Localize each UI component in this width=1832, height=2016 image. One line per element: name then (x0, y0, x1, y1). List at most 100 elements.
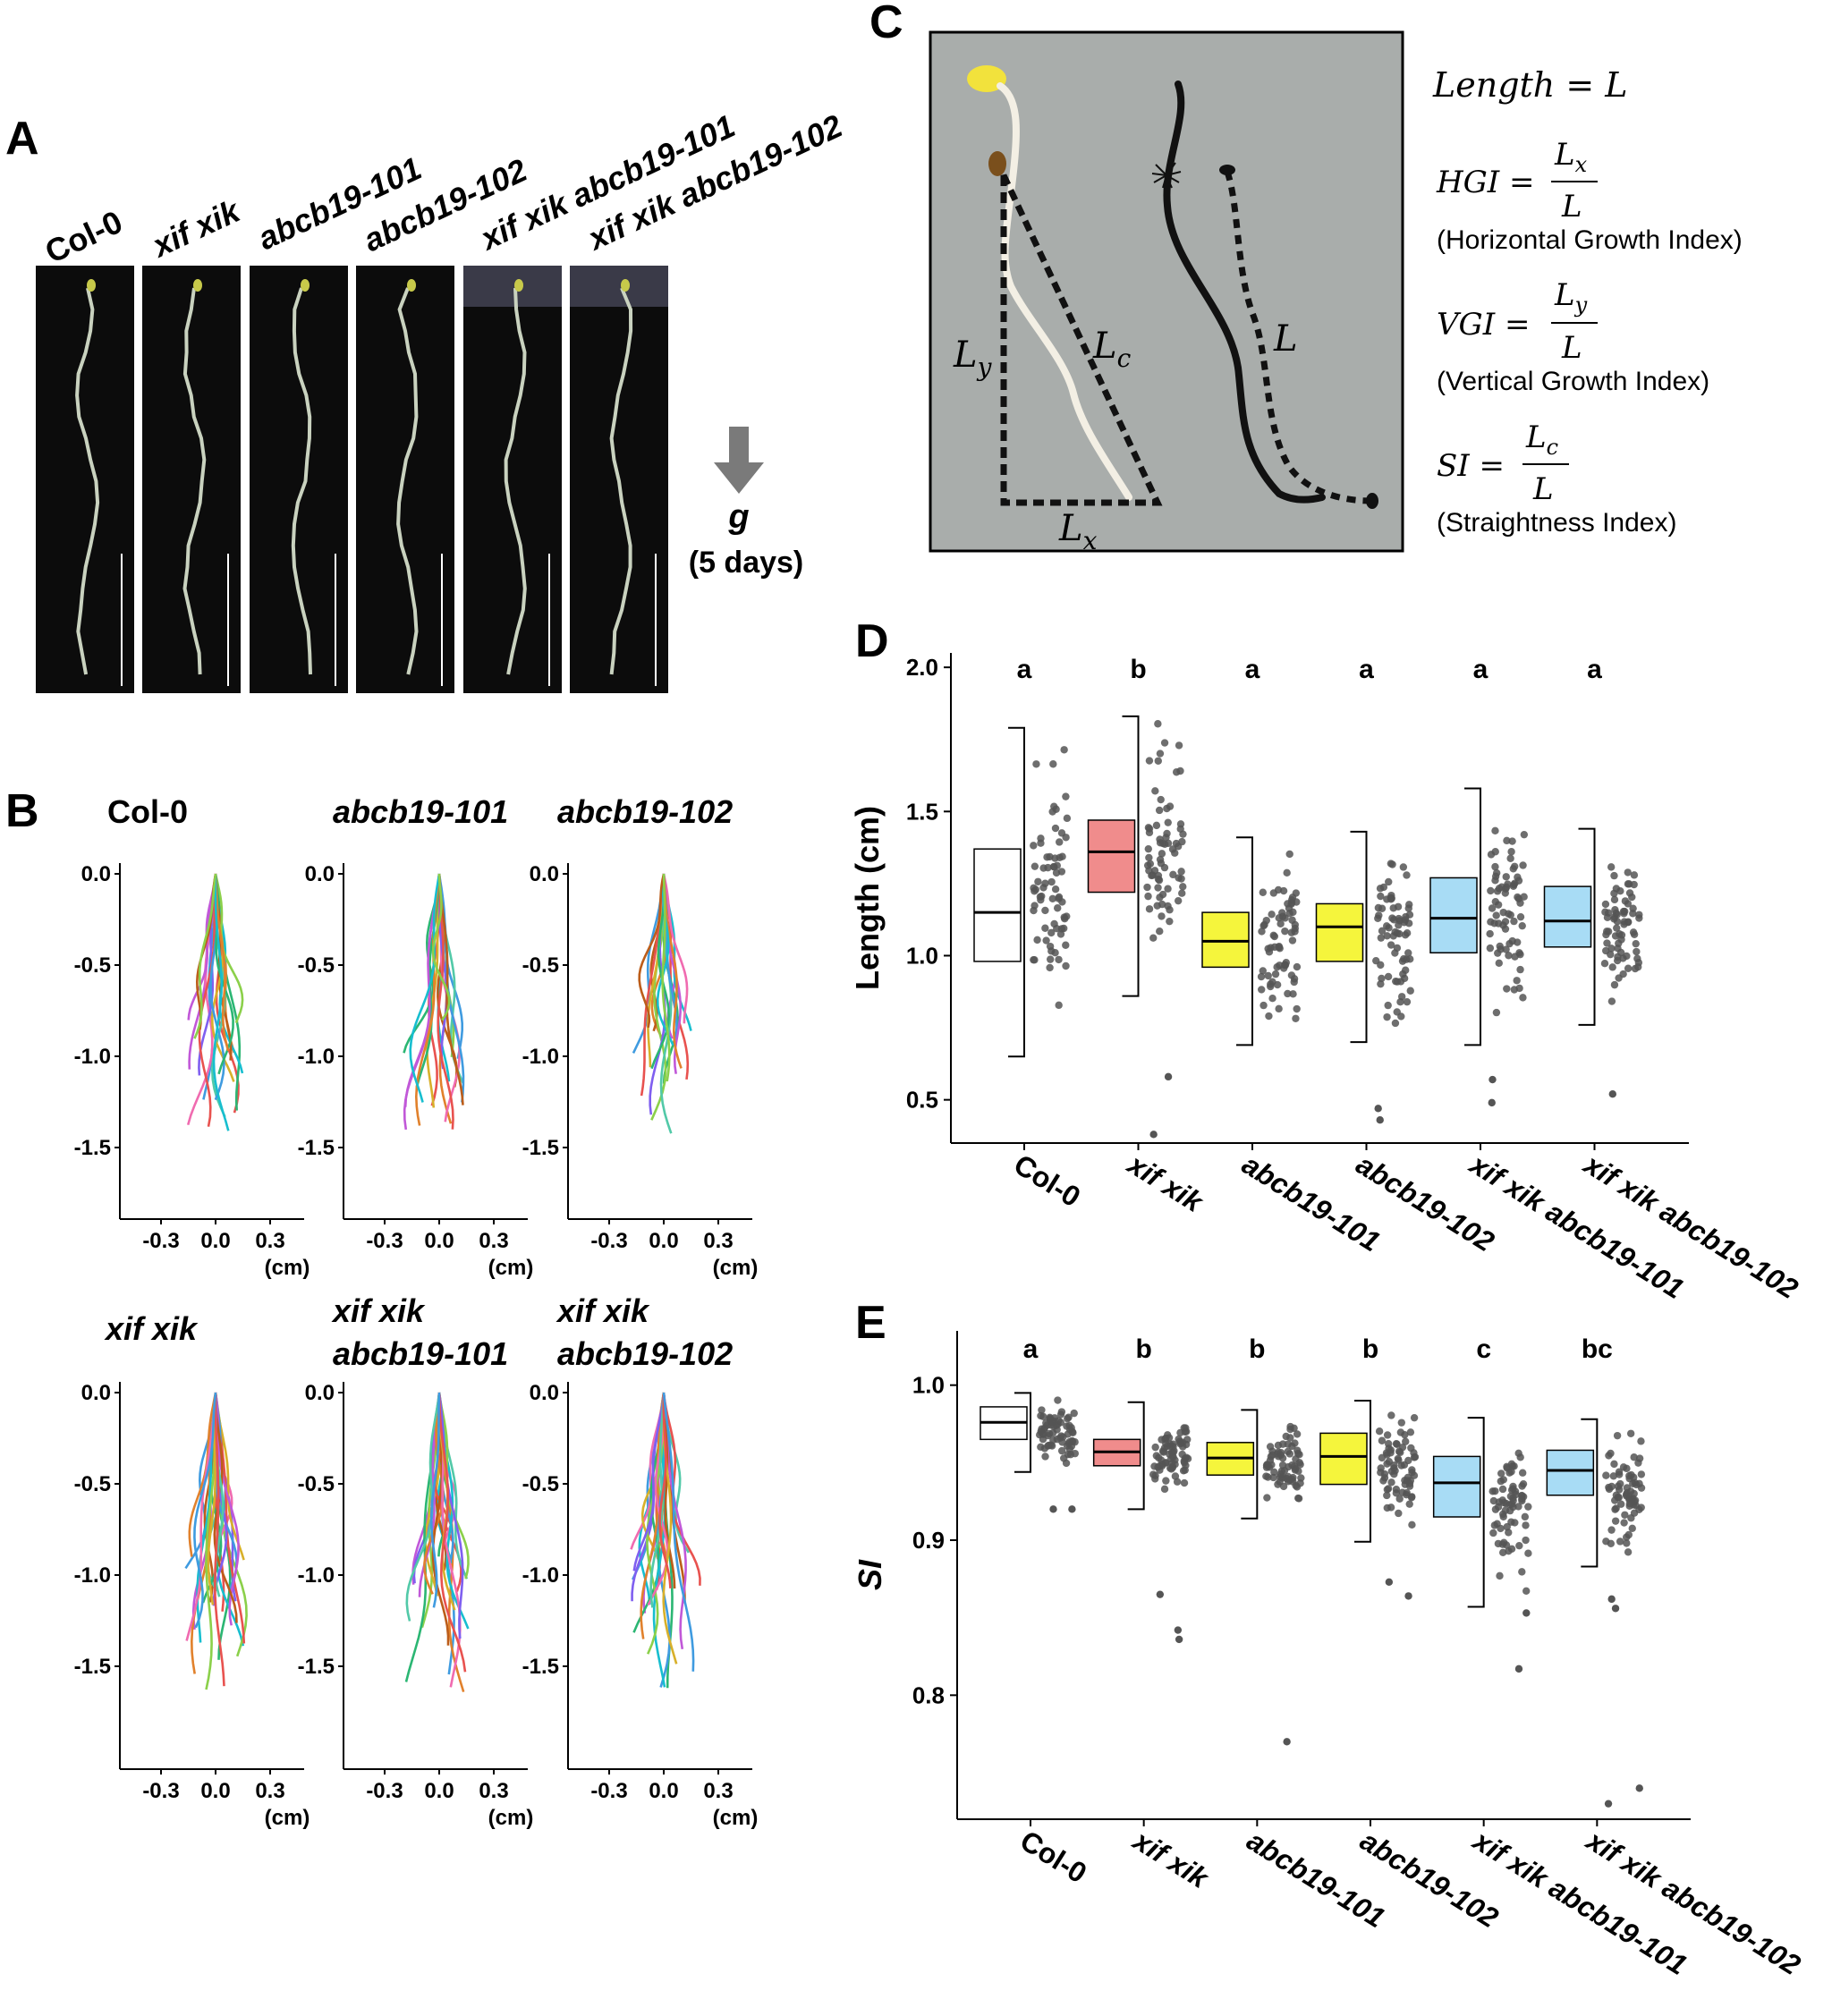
data-point (1518, 1469, 1527, 1477)
data-point (1486, 944, 1495, 953)
root-hair-shape (1151, 162, 1182, 189)
significance-letter: a (1587, 655, 1602, 684)
whisker (1241, 1409, 1259, 1520)
trace-x-tick-label: -0.3 (590, 1779, 627, 1803)
label-l: L (1273, 318, 1298, 360)
box (1543, 885, 1592, 948)
data-point (1391, 1019, 1400, 1028)
data-point (1623, 1492, 1631, 1500)
data-point (1180, 1478, 1189, 1487)
data-point (1620, 1519, 1628, 1527)
data-point (1061, 915, 1069, 923)
data-point (1404, 1456, 1412, 1465)
data-point (1518, 1495, 1526, 1504)
data-point (1395, 921, 1403, 929)
root-trajectory-line (198, 873, 217, 1127)
data-point (1377, 934, 1386, 942)
data-point (1620, 920, 1628, 928)
data-point (1062, 941, 1070, 949)
data-point (1055, 1001, 1063, 1010)
data-point (1179, 883, 1187, 891)
trace-y-tick-label: -0.5 (522, 953, 559, 978)
category-label: xif xik abcb19-101 (1466, 1823, 1692, 1981)
outlier-point (1049, 1505, 1057, 1513)
data-point (1070, 1409, 1078, 1418)
length-dashed-path (1224, 170, 1371, 504)
data-point (1601, 900, 1610, 909)
data-point (1174, 896, 1183, 905)
label-ly: L (953, 335, 978, 376)
seedling-root-shape (997, 82, 1132, 501)
data-point (1284, 989, 1292, 998)
data-point (1291, 1466, 1300, 1474)
data-point (1637, 1437, 1645, 1445)
data-point (1614, 1482, 1623, 1490)
data-point (1149, 1470, 1158, 1478)
data-point (1616, 1500, 1625, 1508)
data-point (1503, 836, 1511, 845)
y-tick-label: 1.0 (912, 1372, 945, 1399)
trace-x-tick-label: 0.3 (479, 1779, 508, 1803)
data-point (1495, 885, 1504, 893)
data-point (1038, 892, 1046, 901)
data-point (1158, 850, 1166, 858)
data-point (1524, 1503, 1532, 1511)
data-point (1297, 1474, 1305, 1482)
data-point (1610, 980, 1619, 989)
data-point (1292, 1014, 1300, 1022)
data-point (1378, 974, 1386, 983)
data-point (1512, 1490, 1520, 1499)
data-point (1399, 863, 1408, 871)
data-point (1401, 1476, 1409, 1485)
data-point (1395, 1495, 1404, 1503)
data-point (1274, 1480, 1282, 1488)
trace-x-tick-label: 0.0 (649, 1779, 678, 1803)
data-point (1169, 870, 1177, 879)
seedling-photo (250, 266, 348, 693)
data-point (1611, 1517, 1620, 1525)
data-point (1617, 931, 1626, 939)
significance-letter: a (1023, 1334, 1039, 1364)
data-point (1071, 1449, 1080, 1458)
data-point (1044, 863, 1052, 872)
data-point (1262, 1472, 1270, 1480)
data-point (1032, 760, 1040, 768)
significance-letter: b (1362, 1334, 1378, 1364)
data-point (1374, 903, 1383, 912)
label-ly-sub: y (976, 352, 993, 382)
root-trajectory-line (658, 1392, 672, 1589)
data-point (1258, 928, 1266, 936)
box (1087, 819, 1136, 894)
data-point (1034, 877, 1042, 885)
data-point (1278, 912, 1287, 920)
data-point (1623, 952, 1631, 961)
data-point (1144, 824, 1153, 832)
data-point (1403, 929, 1412, 937)
data-point (1630, 1453, 1638, 1461)
data-point (1051, 949, 1059, 957)
data-point (1607, 997, 1616, 1005)
data-point (1511, 953, 1519, 961)
trace-plot-title-line2: abcb19-101 (333, 1335, 508, 1372)
data-point (1030, 842, 1038, 850)
data-point (1507, 1468, 1515, 1476)
trace-y-tick-label: 0.0 (305, 1381, 335, 1405)
seedling-root (609, 287, 633, 675)
data-point (1265, 1012, 1273, 1021)
trace-y-tick-label: 0.0 (81, 862, 111, 886)
data-point (1616, 1537, 1624, 1546)
data-point (1067, 1424, 1075, 1432)
data-point (1383, 1491, 1391, 1500)
data-point (1293, 1004, 1301, 1013)
data-point (1600, 960, 1609, 968)
outlier-point (1174, 1626, 1183, 1634)
data-point (1157, 1456, 1166, 1464)
data-point (1038, 1406, 1046, 1414)
data-point (1384, 1001, 1392, 1010)
data-point (1406, 987, 1414, 995)
data-point (1263, 1494, 1271, 1502)
trace-y-tick-label: -1.0 (522, 1563, 559, 1588)
data-point (1520, 830, 1529, 839)
eq-si-lhs: SI = (1437, 448, 1505, 484)
